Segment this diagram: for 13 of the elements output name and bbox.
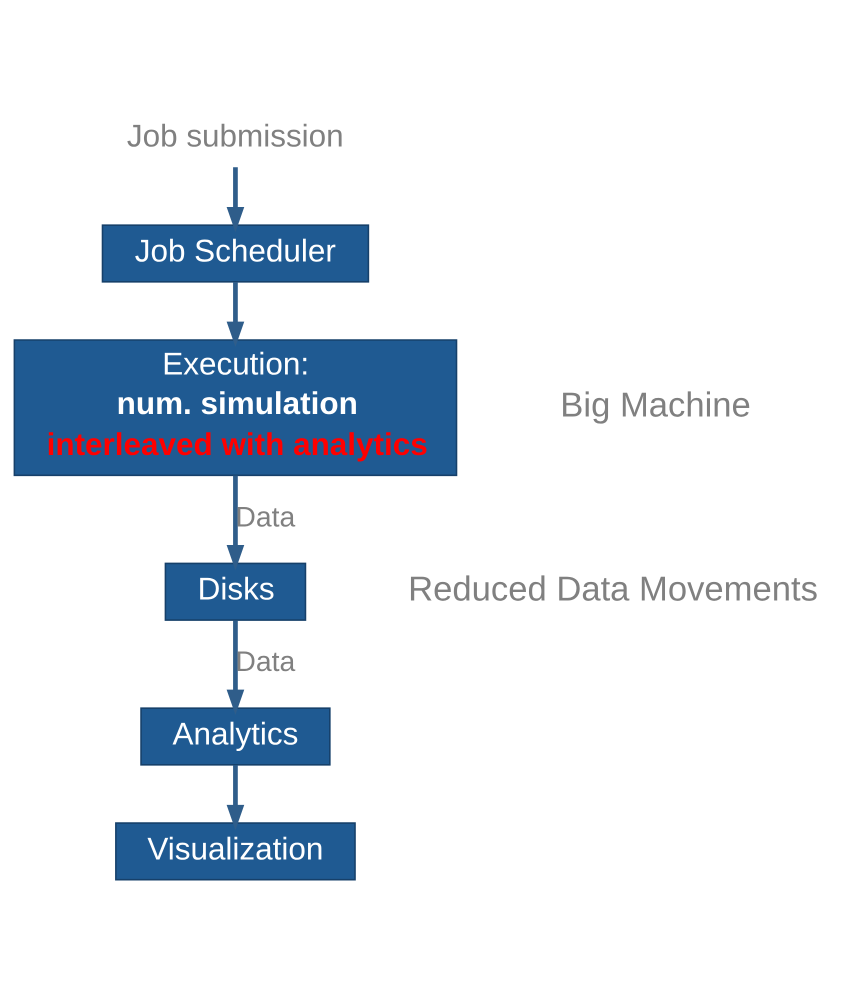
arrow xyxy=(226,282,244,347)
arrow xyxy=(226,765,244,830)
node-box: Execution: num. simulation interleaved with analytics xyxy=(14,339,458,476)
arrow xyxy=(226,620,244,715)
node-box: Visualization xyxy=(115,822,356,880)
arrow xyxy=(226,167,244,232)
arrow xyxy=(226,476,244,570)
node-text: Job submission xyxy=(126,118,344,154)
node-box: Job Scheduler xyxy=(102,224,370,283)
node-box: Disks xyxy=(164,562,306,621)
node-box: Analytics xyxy=(140,707,331,766)
label: Big Machine xyxy=(560,386,751,424)
label: Reduced Data Movements xyxy=(408,570,818,609)
